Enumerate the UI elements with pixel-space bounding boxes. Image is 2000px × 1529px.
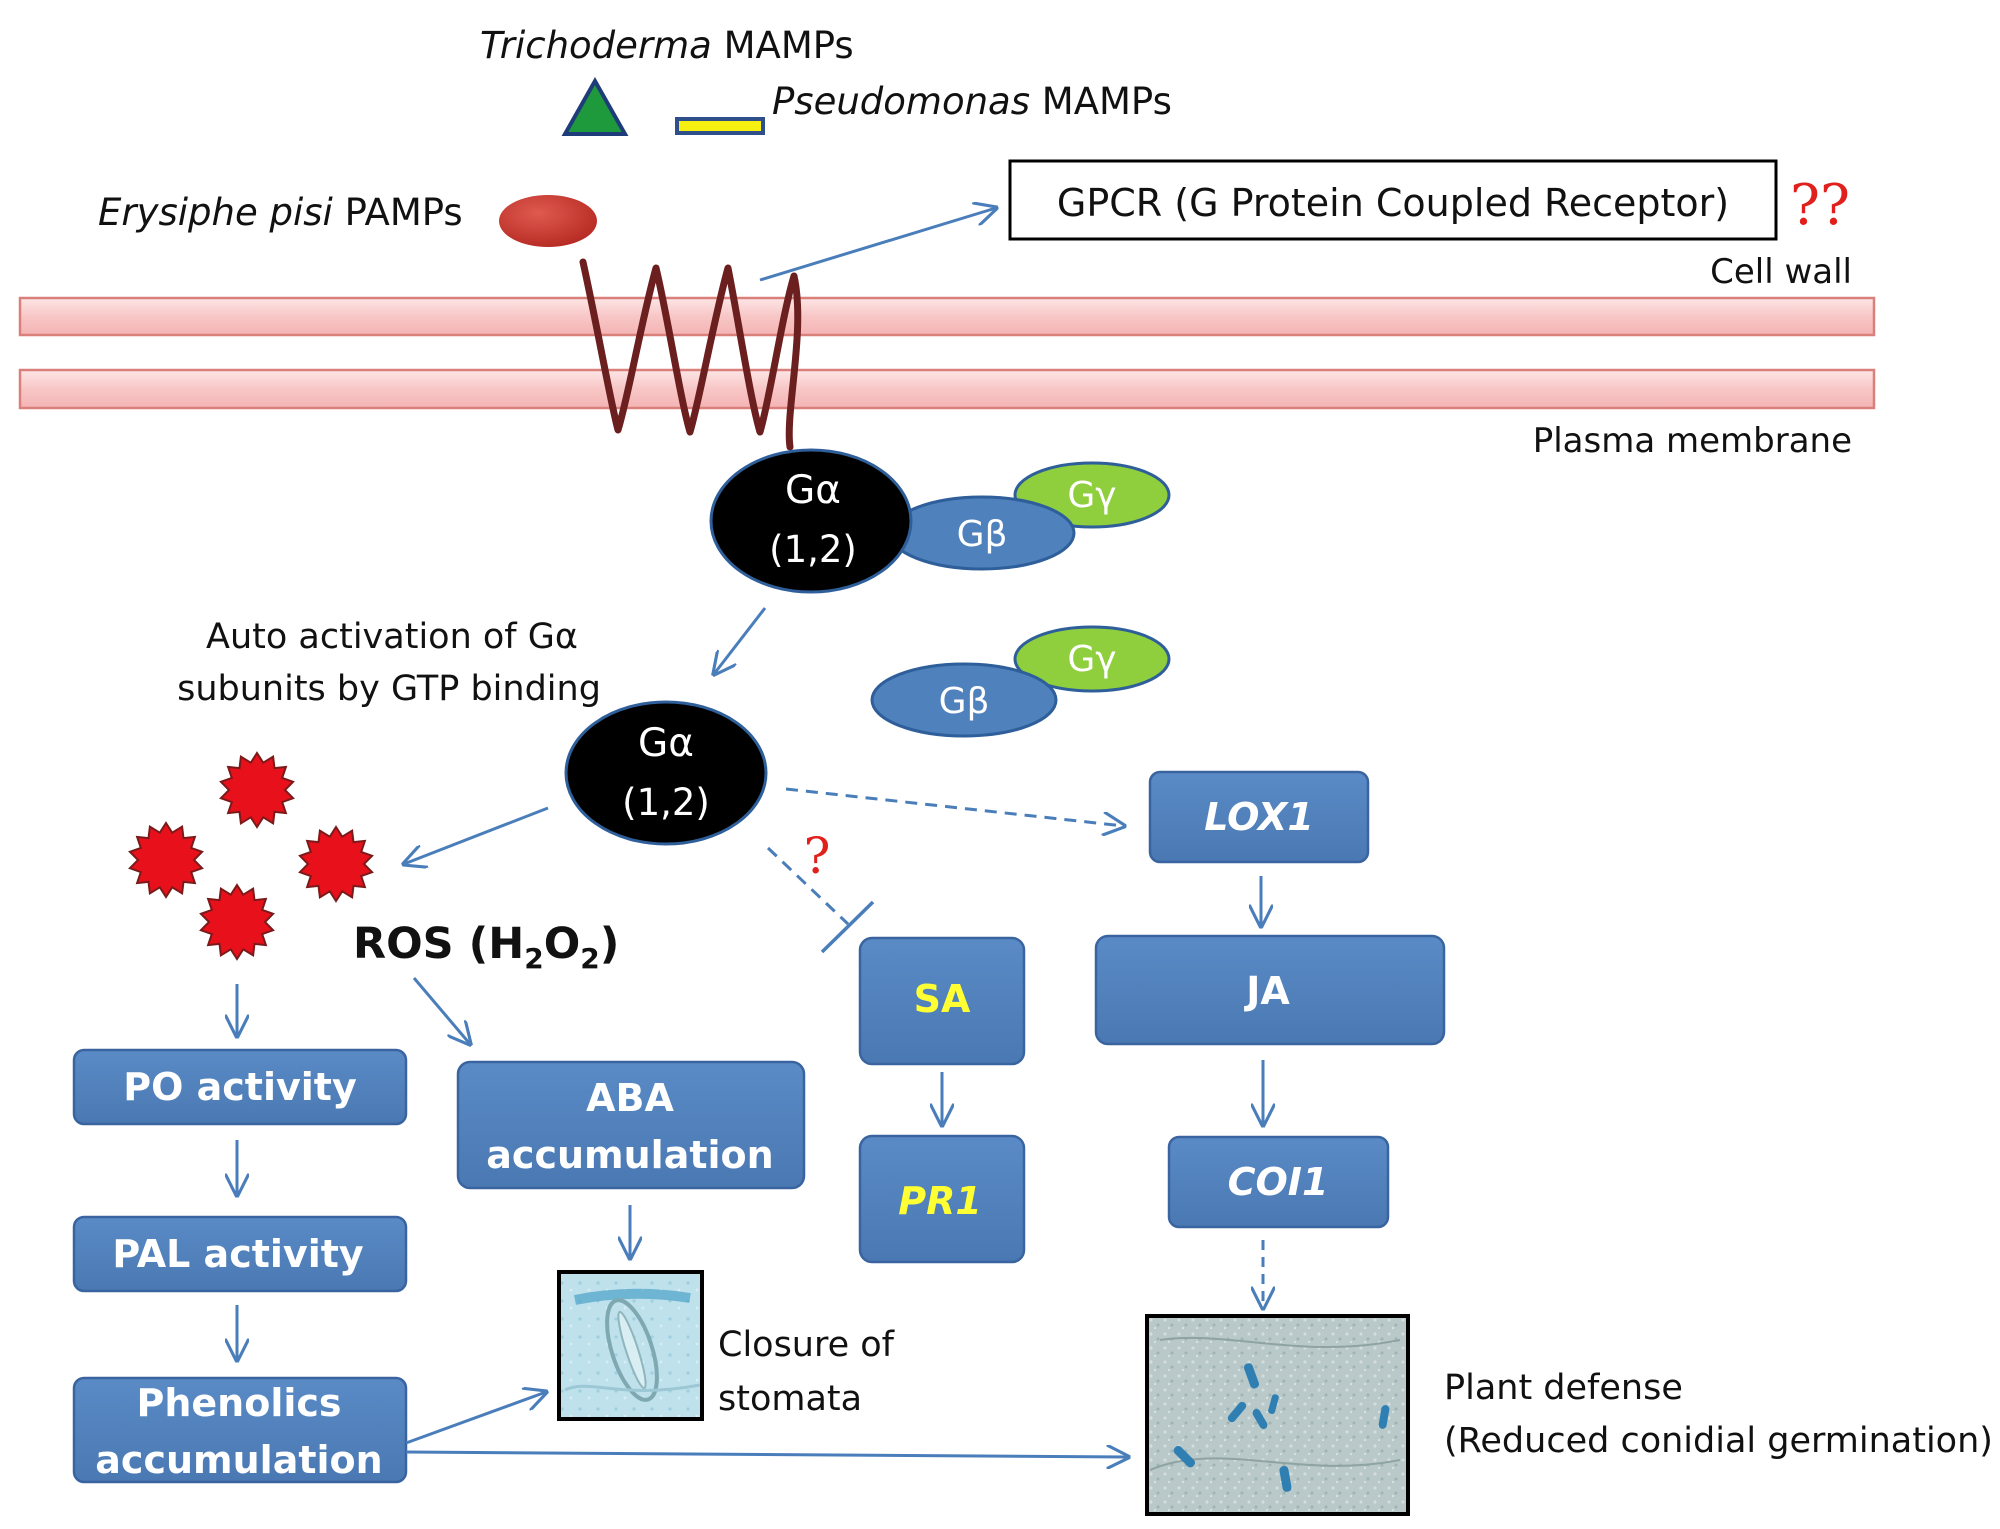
g-gamma-lower-label: Gγ	[1067, 639, 1116, 680]
erysiphe-pamps-label: Erysiphe pisi PAMPs	[98, 191, 463, 234]
activation-line2: subunits by GTP binding	[177, 669, 601, 709]
sa-label: SA	[914, 977, 971, 1021]
po-activity-label: PO activity	[123, 1065, 357, 1109]
coi1-box	[1167, 1135, 1390, 1229]
g-alpha-upper-sub: (1,2)	[769, 528, 857, 571]
arrow-gpcr-to-label	[759, 208, 996, 282]
aba-box	[456, 1060, 806, 1190]
coi1-label: COI1	[1228, 1160, 1329, 1204]
pr1-label: PR1	[898, 1179, 982, 1223]
inhibition-question-mark: ?	[804, 827, 831, 885]
plasma-membrane-band	[18, 368, 1876, 410]
stomata-micrograph	[557, 1270, 704, 1421]
arrow-galpha-to-lox1	[785, 787, 1124, 826]
pseudomonas-mamps-label: Pseudomonas MAMPs	[772, 80, 1172, 123]
g-alpha-active-label: Gα	[638, 721, 694, 766]
lox1-box	[1148, 770, 1370, 864]
g-gamma-upper-label: Gγ	[1067, 475, 1116, 516]
defense-label-1: Plant defense	[1444, 1368, 1683, 1408]
g-alpha-upper-label: Gα	[785, 468, 841, 513]
phenolics-label-2: accumulation	[95, 1438, 382, 1482]
gpcr-coil-icon	[579, 258, 802, 451]
pal-activity-label: PAL activity	[112, 1232, 364, 1276]
lox1-label: LOX1	[1204, 795, 1314, 839]
arrow-galpha-to-ros	[404, 806, 549, 864]
ja-label: JA	[1243, 969, 1290, 1013]
sa-box	[858, 936, 1026, 1066]
ros-label: ROS (H2O2)	[353, 919, 619, 975]
ros-star-icon	[199, 883, 275, 961]
defense-label-2: (Reduced conidial germination)	[1444, 1421, 1993, 1461]
ja-box	[1094, 934, 1446, 1046]
arrow-phenolics-to-stomata	[405, 1392, 546, 1445]
arrow-phenolics-to-defense	[405, 1452, 1128, 1457]
g-alpha-active-sub: (1,2)	[622, 781, 710, 824]
ros-star-icon	[219, 751, 295, 829]
trichoderma-triangle-icon	[561, 76, 629, 136]
erysiphe-oval-icon	[499, 195, 597, 247]
aba-label-1: ABA	[586, 1076, 674, 1120]
pseudomonas-bar-icon	[675, 117, 765, 135]
phenolics-label-1: Phenolics	[136, 1381, 341, 1425]
g-beta-lower-label: Gβ	[939, 681, 990, 722]
gpcr-label-box	[1008, 159, 1778, 241]
cell-wall-label: Cell wall	[1710, 252, 1852, 292]
gpcr-question-marks: ??	[1790, 173, 1850, 238]
g-beta-lower	[870, 662, 1058, 738]
arrow-ros-to-aba	[412, 977, 470, 1044]
ros-star-icon	[128, 821, 204, 899]
g-beta-upper-label: Gβ	[957, 514, 1008, 555]
arrow-activation	[714, 607, 767, 674]
pr1-box	[858, 1134, 1026, 1264]
aba-label-2: accumulation	[486, 1133, 773, 1177]
stomata-label-2: stomata	[718, 1379, 862, 1419]
ros-star-icon	[298, 825, 374, 903]
inhibition-bar	[820, 900, 875, 954]
g-gamma-lower	[1013, 625, 1171, 693]
cell-wall-band	[18, 296, 1876, 337]
activation-line1: Auto activation of Gα	[206, 617, 578, 657]
g-alpha-active	[564, 700, 768, 846]
trichoderma-mamps-label: Trichoderma MAMPs	[480, 24, 854, 67]
g-alpha-upper	[709, 448, 913, 594]
stomata-label-1: Closure of	[718, 1325, 895, 1365]
plasma-membrane-label: Plasma membrane	[1533, 421, 1852, 461]
inhibition-galpha-sa	[766, 846, 850, 926]
phenolics-box	[72, 1376, 408, 1484]
po-activity-box	[72, 1048, 408, 1126]
pal-activity-box	[72, 1215, 408, 1293]
gpcr-label: GPCR (G Protein Coupled Receptor)	[1057, 181, 1729, 225]
conidia-micrograph	[1145, 1314, 1410, 1516]
ros-stars	[128, 751, 374, 961]
